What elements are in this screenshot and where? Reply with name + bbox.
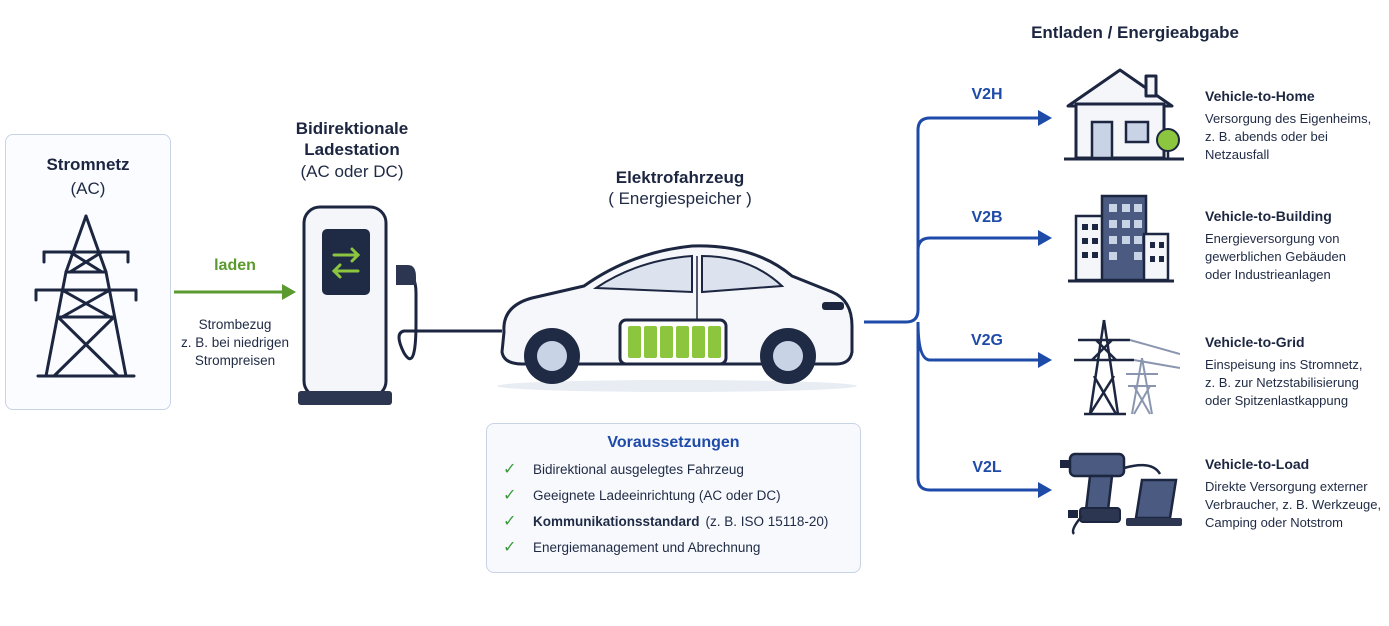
output-desc-line: z. B. zur Netzstabilisierung [1205,375,1359,390]
electric-car-icon [497,244,857,392]
requirement-item: ✓ Kommunikationsstandard (z. B. ISO 1511… [503,513,853,531]
charge-desc-line: z. B. bei niedrigen [180,335,290,350]
v2b-label: V2B [971,209,1003,226]
requirement-strong: Kommunikationsstandard [533,514,700,529]
output-title: Vehicle-to-Load [1205,456,1310,472]
output-description: Direkte Versorgung externer Verbraucher,… [1205,478,1389,532]
output-desc-line: z. B. abends oder bei [1205,129,1328,144]
requirements-title: Voraussetzungen [607,434,740,451]
requirement-text: (z. B. ISO 15118-20) [705,514,829,529]
requirement-item: ✓ Geeignete Ladeeinrichtung (AC oder DC) [503,487,853,505]
building-icon [1068,194,1174,283]
check-icon: ✓ [503,513,517,530]
discharge-title: Entladen / Energieabgabe [1031,23,1239,42]
output-desc-line: gewerblichen Gebäuden [1205,249,1346,264]
output-description: Versorgung des Eigenheims, z. B. abends … [1205,110,1389,164]
power-tower-icon [34,214,138,378]
house-icon [1064,68,1184,161]
check-icon: ✓ [503,461,517,478]
drill-laptop-icon [1060,452,1182,535]
requirement-item: ✓ Bidirektional ausgelegtes Fahrzeug [503,461,853,479]
check-icon: ✓ [503,487,517,504]
charge-arrow [174,284,296,300]
output-title: Vehicle-to-Building [1205,208,1332,224]
check-icon: ✓ [503,539,517,556]
v2g-label: V2G [970,332,1003,349]
power-grid-icon [1074,319,1180,416]
grid-title: Stromnetz [46,155,130,174]
output-desc-line: Netzausfall [1205,147,1270,162]
output-description: Einspeisung ins Stromnetz, z. B. zur Net… [1205,356,1389,410]
discharge-arrows [864,110,1052,498]
station-title: Bidirektionale Ladestation [262,118,442,160]
charge-desc-line: Strompreisen [194,353,276,368]
output-title: Vehicle-to-Grid [1205,334,1305,350]
output-desc-line: Energieversorgung von [1205,231,1340,246]
v2l-label: V2L [972,459,1002,476]
output-description: Energieversorgung von gewerblichen Gebäu… [1205,230,1389,284]
output-desc-line: oder Spitzenlastkappung [1205,393,1349,408]
requirement-text: Geeignete Ladeeinrichtung (AC oder DC) [533,488,781,503]
charging-station-icon [298,205,502,405]
requirement-text: Bidirektional ausgelegtes Fahrzeug [533,462,744,477]
v2h-label: V2H [971,86,1003,103]
station-title-line: Ladestation [304,140,400,159]
output-desc-line: Camping oder Notstrom [1205,515,1343,530]
vehicle-title: Elektrofahrzeug [615,168,745,187]
output-desc-line: Direkte Versorgung externer [1205,479,1368,494]
charge-description: Strombezug z. B. bei niedrigen Stromprei… [170,316,300,370]
station-title-line: Bidirektionale [295,119,409,138]
output-desc-line: oder Industrieanlagen [1205,267,1331,282]
requirements-box [486,423,861,573]
charge-label: laden [214,257,256,274]
station-subtitle: (AC oder DC) [300,162,404,181]
requirement-item: ✓ Energiemanagement und Abrechnung [503,539,853,557]
output-desc-line: Einspeisung ins Stromnetz, [1205,357,1363,372]
output-title: Vehicle-to-Home [1205,88,1315,104]
charge-desc-line: Strombezug [198,317,272,332]
output-desc-line: Versorgung des Eigenheims, [1205,111,1372,126]
output-desc-line: Verbraucher, z. B. Werkzeuge, [1205,497,1382,512]
grid-subtitle: (AC) [70,179,106,198]
vehicle-subtitle: ( Energiespeicher ) [608,189,752,208]
requirement-text: Energiemanagement und Abrechnung [533,540,761,555]
